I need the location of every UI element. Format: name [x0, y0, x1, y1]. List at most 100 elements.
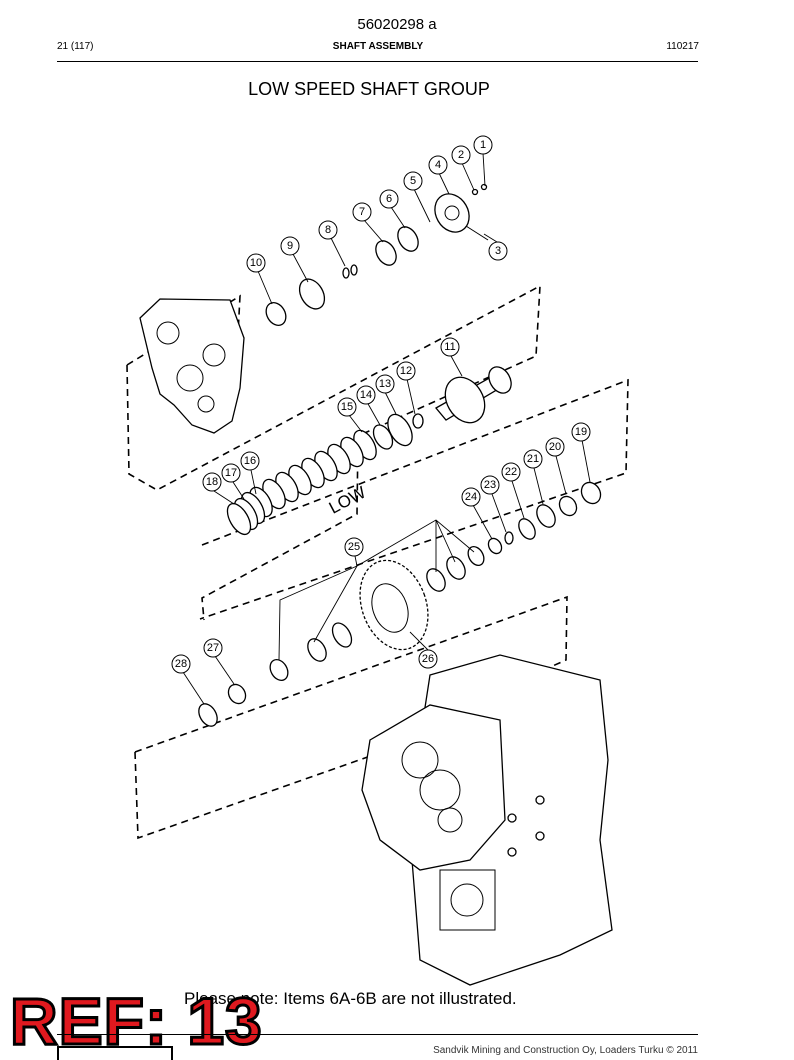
svg-text:4: 4 — [435, 159, 441, 171]
group-outline-1 — [126, 284, 541, 621]
callout-11: 11 — [440, 337, 460, 357]
svg-text:26: 26 — [422, 653, 434, 665]
bearing-19 — [580, 481, 602, 505]
ring-18 — [226, 502, 252, 536]
callout-13: 13 — [375, 374, 395, 394]
svg-text:24: 24 — [465, 491, 477, 503]
svg-text:2: 2 — [458, 149, 464, 161]
svg-text:9: 9 — [287, 240, 293, 252]
callout-14: 14 — [356, 385, 376, 405]
washer-21 — [536, 504, 556, 528]
ring-6 — [397, 226, 419, 252]
callout-2: 2 — [451, 145, 471, 165]
callout-17: 17 — [221, 463, 241, 483]
bearing-27 — [227, 683, 247, 705]
page-title: LOW SPEED SHAFT GROUP — [248, 79, 490, 99]
ring-7 — [375, 240, 397, 266]
ring-14 — [372, 424, 394, 450]
bolt-2 — [471, 188, 479, 196]
ring-8a — [342, 267, 350, 279]
leader-lines — [182, 152, 591, 705]
callout-6: 6 — [379, 189, 399, 209]
callout-10: 10 — [246, 253, 266, 273]
svg-text:17: 17 — [225, 467, 237, 479]
callout-22: 22 — [501, 462, 521, 482]
svg-text:16: 16 — [244, 455, 256, 467]
ring-25d — [331, 622, 353, 648]
callout-25: 25 — [344, 537, 364, 557]
callout-12: 12 — [396, 361, 416, 381]
svg-text:8: 8 — [325, 224, 331, 236]
callout-19: 19 — [571, 422, 591, 442]
header-divider — [57, 61, 698, 62]
svg-text:3: 3 — [495, 245, 501, 257]
svg-text:6: 6 — [386, 193, 392, 205]
ring-24 — [487, 537, 503, 555]
callout-16: 16 — [240, 451, 260, 471]
callout-20: 20 — [545, 437, 565, 457]
shaft-11 — [435, 366, 512, 424]
group-outline-3 — [134, 595, 568, 840]
end-cover — [434, 193, 489, 241]
callout-23: 23 — [480, 475, 500, 495]
svg-text:18: 18 — [206, 476, 218, 488]
group-outline-2 — [199, 378, 629, 620]
callout-18: 18 — [202, 472, 222, 492]
callout-1: 1 — [473, 135, 493, 155]
svg-text:23: 23 — [484, 479, 496, 491]
svg-text:22: 22 — [505, 466, 517, 478]
exploded-parts-diagram: LOW — [126, 135, 629, 986]
callout-9: 9 — [280, 236, 300, 256]
svg-text:28: 28 — [175, 658, 187, 670]
svg-text:25: 25 — [348, 541, 360, 553]
ring-22 — [518, 518, 536, 540]
callout-3: 3 — [488, 241, 508, 261]
callout-5: 5 — [403, 171, 423, 191]
bearing-25c — [426, 568, 446, 592]
callout-26: 26 — [418, 649, 438, 669]
ring-23 — [504, 531, 514, 545]
svg-text:12: 12 — [400, 365, 412, 377]
callout-7: 7 — [352, 202, 372, 222]
callout-28: 28 — [171, 654, 191, 674]
callout-4: 4 — [428, 155, 448, 175]
svg-text:15: 15 — [341, 401, 353, 413]
svg-text:27: 27 — [207, 642, 219, 654]
svg-text:5: 5 — [410, 175, 416, 187]
gear-26 — [359, 559, 429, 651]
svg-text:11: 11 — [444, 341, 455, 353]
svg-text:10: 10 — [250, 257, 262, 269]
cover-plate — [139, 298, 245, 434]
bearing-cup-9 — [298, 278, 326, 310]
bearing-25f — [269, 659, 289, 681]
svg-text:20: 20 — [549, 441, 561, 453]
callout-24: 24 — [461, 487, 481, 507]
company-logo — [57, 1046, 173, 1060]
document-date: 110217 — [666, 41, 699, 52]
svg-text:14: 14 — [360, 389, 372, 401]
page-number: 21 (117) — [57, 41, 94, 52]
svg-text:13: 13 — [379, 378, 391, 390]
illustration-note: Please note: Items 6A-6B are not illustr… — [184, 989, 517, 1008]
callout-8: 8 — [318, 220, 338, 240]
bearing-cone-10 — [265, 302, 287, 326]
ring-28 — [198, 703, 218, 727]
spring-20 — [558, 495, 578, 517]
document-number: 56020298 a — [357, 16, 437, 33]
footer-divider — [57, 1034, 698, 1035]
svg-text:7: 7 — [359, 206, 365, 218]
svg-text:1: 1 — [480, 139, 486, 151]
ring-12 — [412, 413, 424, 429]
bearing-25b — [446, 556, 466, 580]
bearing-25e — [307, 638, 327, 662]
clutch-pack-15 — [249, 429, 377, 518]
section-title: SHAFT ASSEMBLY — [332, 41, 424, 52]
callout-15: 15 — [337, 397, 357, 417]
callout-21: 21 — [523, 449, 543, 469]
ring-8b — [350, 264, 358, 276]
bearing-25a — [467, 546, 485, 566]
callout-27: 27 — [203, 638, 223, 658]
transmission-housing — [361, 654, 613, 986]
bolt-1 — [480, 183, 488, 191]
svg-text:19: 19 — [575, 426, 587, 438]
